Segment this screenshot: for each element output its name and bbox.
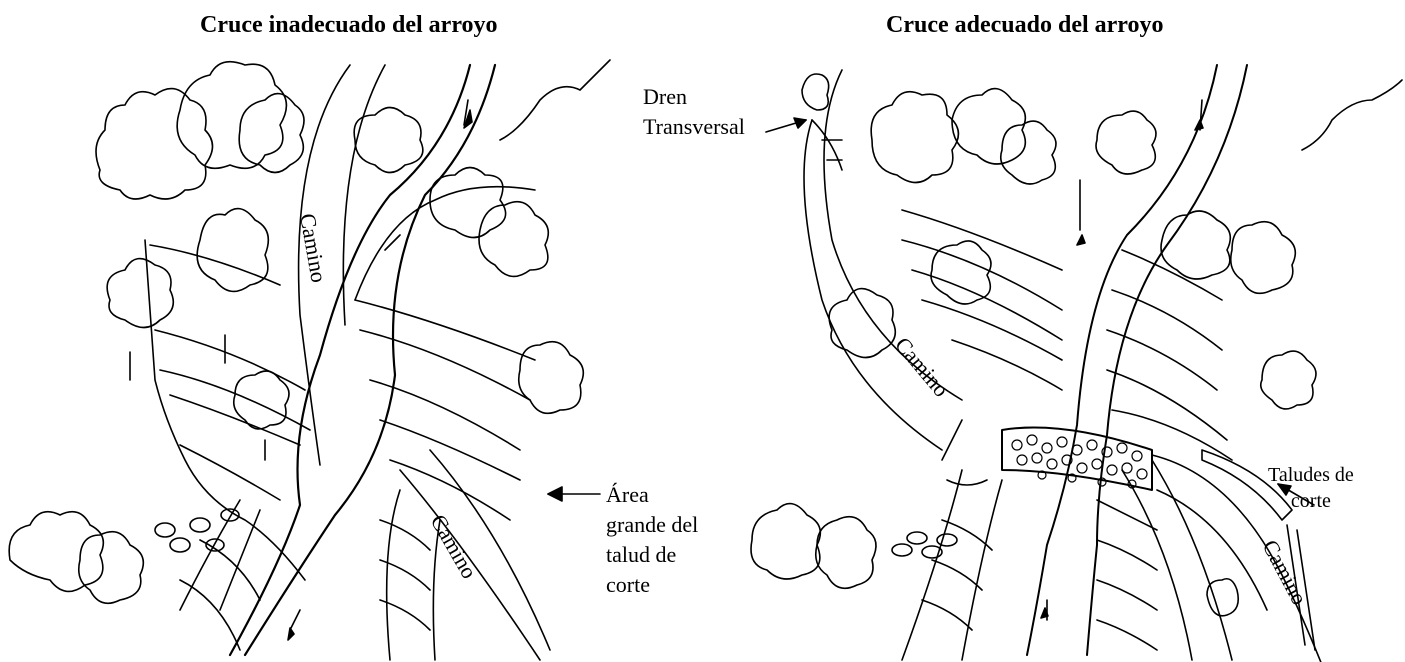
callout-line: Transversal <box>643 112 745 142</box>
callout-arrows-right <box>766 118 1314 505</box>
right-stream-crossing-drawing: Camino <box>702 0 1405 662</box>
tree-cluster-left <box>96 62 304 460</box>
road-upper-left: Camino <box>295 65 385 465</box>
stream-channel-right <box>1027 65 1247 655</box>
large-cut-slope-callout: Área grande del talud de corte <box>606 480 698 600</box>
callout-arrow-left <box>548 487 600 501</box>
bushes-bottom-left <box>9 509 239 603</box>
callout-line: corte <box>606 570 698 600</box>
tree-cluster-right-left-panel <box>354 60 610 413</box>
left-stream-crossing-drawing: Camino Camino <box>0 0 702 662</box>
rock-crossing-culvert <box>1002 428 1152 491</box>
bushes-bottom-right-panel <box>751 420 987 588</box>
cut-slopes-callout: Taludes de corte <box>1268 462 1354 514</box>
callout-line: talud de <box>606 540 698 570</box>
callout-line: Taludes de <box>1268 462 1354 488</box>
callout-line: Dren <box>643 82 745 112</box>
callout-line: Área <box>606 480 698 510</box>
right-road-label-upper: Camino <box>890 332 954 401</box>
cut-slope-terraces-left <box>145 240 310 650</box>
callout-line: corte <box>1268 488 1354 514</box>
cut-slope-terraces-right-panel <box>902 210 1232 660</box>
left-diagram-panel: Cruce inadecuado del arroyo Camino <box>0 0 702 662</box>
cross-drain-callout: Dren Transversal <box>643 82 745 142</box>
road-upper-right: Camino <box>804 70 962 450</box>
callout-line: grande del <box>606 510 698 540</box>
right-road-label-lower: Camino <box>1258 536 1313 609</box>
left-road-label-upper: Camino <box>295 212 332 285</box>
right-diagram-panel: Cruce adecuado del arroyo Camino <box>702 0 1405 662</box>
